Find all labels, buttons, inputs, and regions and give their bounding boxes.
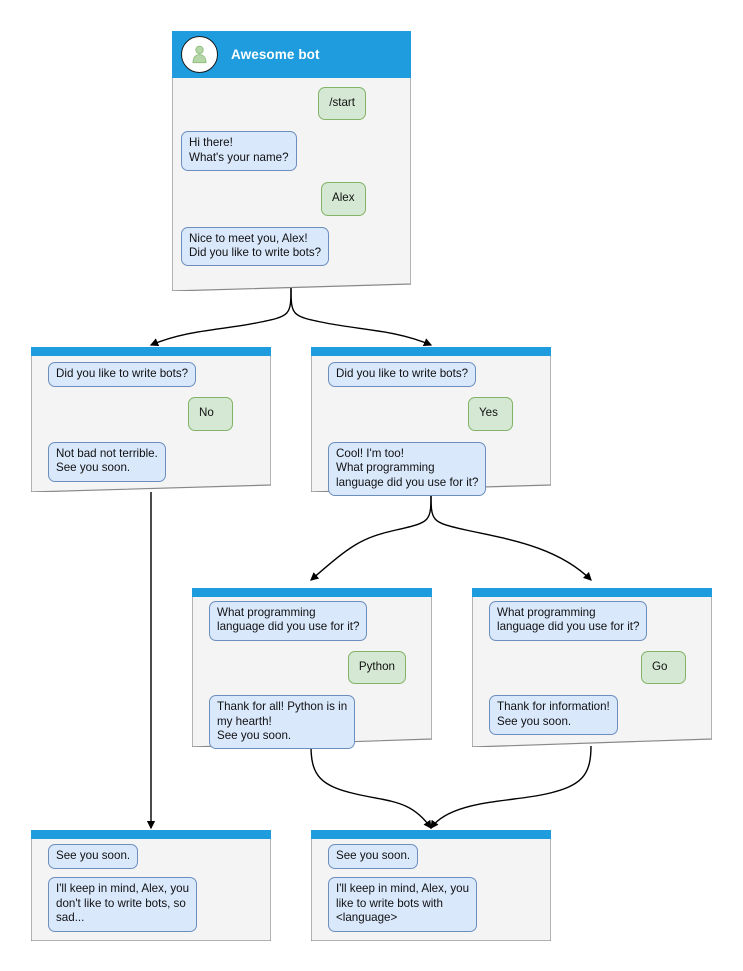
message-bubble-bot[interactable]: Thank for information! See you soon. [489, 695, 618, 736]
message-bubble-bot[interactable]: Nice to meet you, Alex! Did you like to … [181, 226, 330, 267]
card-yes-branch-messages: Did you like to write bots? Yes Cool! I'… [311, 356, 551, 497]
message-bubble-bot[interactable]: See you soon. [328, 844, 419, 870]
edge-yes-to-go [430, 491, 592, 581]
message-bubble-user[interactable]: /start [318, 87, 366, 121]
card-yes-branch[interactable]: Did you like to write bots? Yes Cool! I'… [311, 347, 551, 497]
edge-yes-to-python [310, 491, 432, 581]
card-python-branch[interactable]: What programming language did you use fo… [192, 588, 432, 750]
message-bubble-user[interactable]: Go [641, 650, 686, 685]
person-avatar-icon [181, 36, 218, 73]
message-bubble-bot[interactable]: Hi there! What's your name? [181, 131, 297, 172]
message-bubble-bot[interactable]: Not bad not terrible. See you soon. [48, 441, 166, 482]
message-bubble-bot[interactable]: I'll keep in mind, Alex, you don't like … [48, 877, 198, 932]
message-bubble-user[interactable]: Alex [321, 182, 366, 216]
card-go-branch-messages: What programming language did you use fo… [472, 597, 712, 747]
card-end-sad-messages: See you soon. I'll keep in mind, Alex, y… [31, 839, 271, 941]
card-end-sad[interactable]: See you soon. I'll keep in mind, Alex, y… [31, 830, 271, 941]
message-bubble-bot[interactable]: See you soon. [48, 844, 139, 870]
message-bubble-bot[interactable]: Did you like to write bots? [48, 362, 197, 388]
message-bubble-bot[interactable]: Thank for all! Python is in my hearth! S… [209, 695, 356, 750]
message-bubble-user[interactable]: No [188, 397, 233, 431]
card-no-branch-messages: Did you like to write bots? No Not bad n… [31, 356, 271, 492]
card-end-happy-messages: See you soon. I'll keep in mind, Alex, y… [311, 839, 551, 941]
message-bubble-bot[interactable]: What programming language did you use fo… [209, 601, 368, 641]
edge-python-to-end-happy [310, 745, 432, 830]
card-root-messages: /start Hi there! What's your name? Alex … [172, 78, 411, 291]
card-python-branch-messages: What programming language did you use fo… [192, 597, 432, 750]
edge-go-to-end-happy [430, 745, 592, 830]
card-root-header: Awesome bot [172, 31, 411, 78]
message-bubble-bot[interactable]: Did you like to write bots? [328, 362, 477, 388]
message-bubble-bot[interactable]: What programming language did you use fo… [489, 601, 648, 641]
card-go-branch[interactable]: What programming language did you use fo… [472, 588, 712, 747]
message-bubble-bot[interactable]: I'll keep in mind, Alex, you like to wri… [328, 877, 478, 932]
message-bubble-user[interactable]: Yes [468, 397, 513, 431]
card-no-branch[interactable]: Did you like to write bots? No Not bad n… [31, 347, 271, 492]
bot-name-label: Awesome bot [231, 47, 320, 62]
message-bubble-bot[interactable]: Cool! I'm too! What programming language… [328, 441, 487, 497]
edge-root-to-no [149, 285, 292, 347]
card-root[interactable]: Awesome bot /start Hi there! What's your… [172, 31, 411, 291]
message-bubble-user[interactable]: Python [347, 650, 406, 685]
card-end-happy[interactable]: See you soon. I'll keep in mind, Alex, y… [311, 830, 551, 941]
edge-root-to-yes [290, 285, 433, 347]
